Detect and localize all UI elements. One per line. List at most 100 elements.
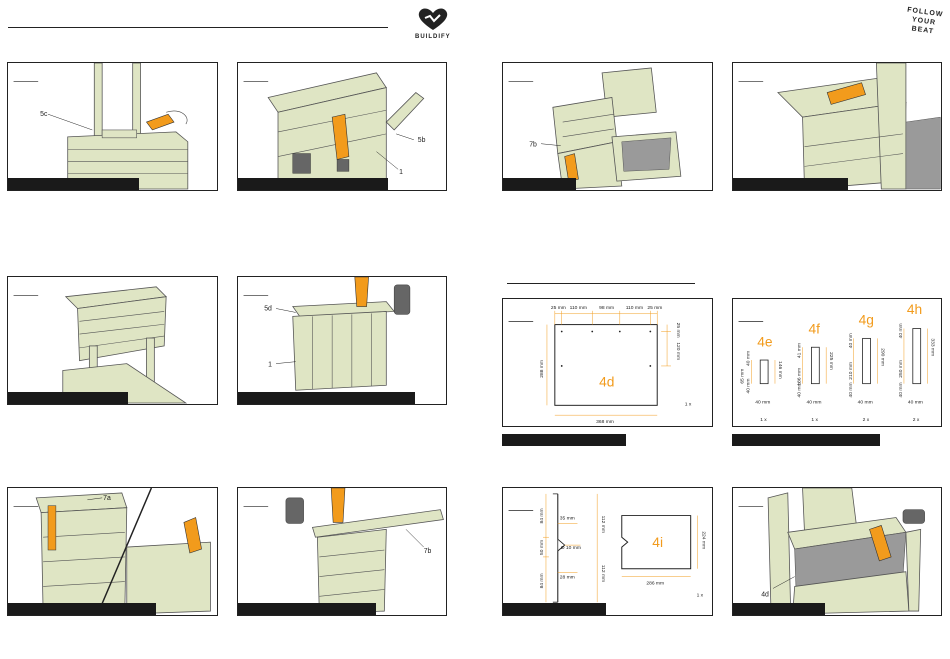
part-label: 4i [652, 535, 663, 550]
buildify-logo: BUILDIFY [415, 6, 451, 42]
dim-label: 84 mm [539, 573, 545, 588]
step-illustration-8 [738, 63, 941, 190]
caption-bar [503, 178, 576, 190]
dim-label: 120 mm [675, 342, 681, 360]
header-rule-left [8, 27, 388, 28]
dim-label: 110 mm [626, 305, 643, 311]
dim-label: 40 mm [848, 382, 854, 397]
dim-label: 40 mm [745, 351, 751, 366]
dim-label: 250 mm [898, 360, 904, 378]
step-panel-9: 4d [732, 487, 942, 616]
step-illustration-1: 5c [13, 63, 189, 190]
dim-label: 40 mm [908, 399, 923, 405]
step-panel-6: 7b [237, 487, 447, 616]
callout-label: 1 [399, 169, 403, 176]
step-illustration-5: 7a [13, 488, 211, 615]
step-illustration-7: 7b [508, 67, 682, 190]
callout-label: 7b [529, 142, 537, 149]
dim-label: 40 mm [858, 399, 873, 405]
step-illustration-6: 7b [243, 488, 444, 615]
callout-label: 5b [418, 137, 426, 144]
dim-label: 112 mm [600, 565, 606, 582]
dim-label: 40 mm [797, 382, 803, 397]
brand-name: BUILDIFY [415, 34, 451, 40]
cut-plan-4i: 84 mm 50 mm 84 mm 35 mm Ø 10 mm 28 mm 11… [502, 487, 713, 616]
part-label: 4f [808, 321, 820, 336]
callout-label: 7a [103, 495, 111, 502]
heart-logo-icon [418, 8, 448, 30]
caption-bar [502, 434, 626, 446]
quantity-label: 2 x [913, 417, 920, 423]
cut-plan-strips: 4e 65 mm 40 mm 40 mm 40 mm 146 mm 1 x 4f… [732, 298, 942, 427]
part-label: 4e [757, 334, 773, 349]
dim-label: 333 mm [930, 338, 936, 356]
caption-bar [503, 603, 606, 615]
dim-label: 112 mm [600, 516, 606, 533]
step-panel-3 [7, 276, 218, 405]
section-rule [507, 283, 695, 284]
part-label: 4g [859, 313, 874, 328]
dim-label: 225 mm [828, 352, 834, 370]
cut-drawing-4i: 84 mm 50 mm 84 mm 35 mm Ø 10 mm 28 mm 11… [508, 493, 707, 603]
step-illustration-2: 5b 1 [243, 72, 426, 187]
callout-label: 5d [264, 305, 272, 312]
step-illustration-3 [13, 286, 188, 404]
step-panel-4: 5d 1 [237, 276, 447, 405]
tagline: FOLLOW YOUR BEAT [902, 5, 945, 37]
dim-label: 40 mm [745, 379, 751, 394]
dim-label: 40 mm [848, 333, 854, 348]
caption-bar [733, 178, 848, 190]
quantity-label: 1 x [697, 592, 704, 598]
caption-bar [8, 603, 156, 615]
step-panel-8 [732, 62, 942, 191]
part-label: 4h [907, 302, 922, 317]
quantity-label: 1 x [685, 401, 692, 407]
dim-label: 50 mm [539, 540, 545, 555]
callout-label: 1 [268, 362, 272, 369]
caption-bar [238, 392, 415, 404]
step-illustration-4: 5d 1 [243, 277, 411, 391]
dim-label: 110 mm [570, 305, 587, 311]
caption-bar [732, 434, 880, 446]
callout-label: 5c [40, 111, 48, 118]
cut-drawing-4d: 25 mm 110 mm 98 mm 110 mm 25 mm 25 mm 12… [508, 305, 692, 425]
dim-label: 40 mm [898, 323, 904, 338]
dim-label: 98 mm [599, 305, 614, 311]
caption-bar [238, 603, 376, 615]
dim-label: 40 mm [755, 399, 770, 405]
dim-label: 286 mm [646, 580, 664, 586]
cut-drawing-strips: 4e 65 mm 40 mm 40 mm 40 mm 146 mm 1 x 4f… [738, 302, 936, 423]
caption-bar [733, 603, 825, 615]
dim-label: 28 mm [560, 575, 575, 581]
dim-label: 35 mm [560, 516, 575, 522]
dim-label: 41 mm [797, 343, 803, 358]
caption-bar [8, 178, 139, 190]
quantity-label: 1 x [760, 417, 767, 423]
dim-label: 25 mm [675, 323, 681, 338]
dim-label: 65 mm [739, 369, 745, 384]
caption-bar [8, 392, 128, 404]
step-panel-2: 5b 1 [237, 62, 447, 191]
callout-label: 4d [761, 591, 769, 598]
part-label: 4d [599, 375, 614, 390]
step-panel-7: 7b [502, 62, 713, 191]
dim-label: 84 mm [539, 508, 545, 523]
dim-label: 40 mm [806, 399, 821, 405]
step-panel-1: 5c [7, 62, 218, 191]
dim-label: 290 mm [879, 348, 885, 366]
callout-label: 7b [424, 548, 432, 555]
quantity-label: 1 x [811, 417, 818, 423]
dim-label: 25 mm [647, 305, 662, 311]
step-illustration-9: 4d [738, 488, 925, 615]
caption-bar [238, 178, 388, 190]
dim-label: 146 mm [777, 361, 783, 379]
dim-label: 186 mm [797, 368, 803, 386]
step-panel-5: 7a [7, 487, 218, 616]
dim-label: 210 mm [848, 362, 854, 380]
dim-label: 368 mm [596, 419, 614, 425]
dim-label: 224 mm [701, 531, 707, 549]
dim-label: Ø 10 mm [561, 545, 581, 551]
dim-label: 25 mm [551, 305, 566, 311]
dim-label: 40 mm [898, 382, 904, 397]
dim-label: 288 mm [539, 360, 545, 378]
